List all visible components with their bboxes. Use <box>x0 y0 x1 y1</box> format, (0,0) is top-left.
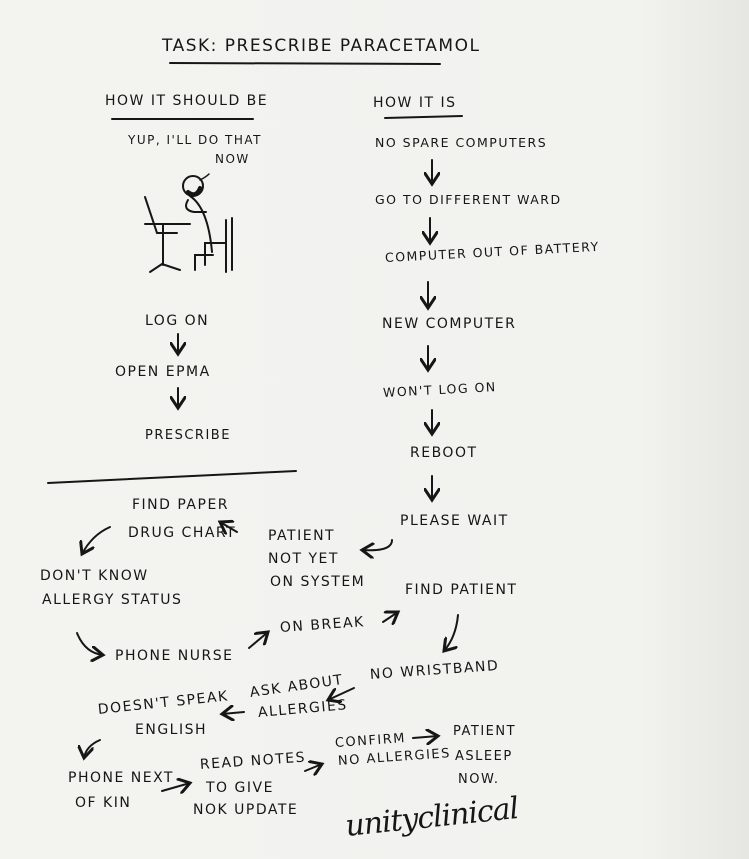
no-english-2: English <box>135 722 208 738</box>
speech-line-2: now <box>215 152 250 166</box>
phone-nok-2: of kin <box>75 795 132 811</box>
asleep-3: now. <box>458 772 500 787</box>
right-heading-underline <box>384 115 463 119</box>
step-no-spare-computers: No spare computers <box>375 135 548 150</box>
right-heading: How it is <box>373 95 457 111</box>
section-divider <box>47 470 297 484</box>
allergy-status-1: Don't know <box>40 568 149 584</box>
patient-not-on-system-3: on system <box>270 574 366 590</box>
phone-nok-1: Phone next <box>68 770 174 786</box>
asleep-1: Patient <box>453 724 517 739</box>
left-heading: How it should be <box>105 93 269 109</box>
step-please-wait: Please wait <box>400 513 509 529</box>
find-paper-1: Find paper <box>132 497 230 513</box>
page-title: Task: Prescribe Paracetamol <box>162 36 481 56</box>
step-new-computer: New computer <box>382 316 517 332</box>
person-at-desk-figure <box>144 173 233 273</box>
speech-line-1: Yup, I'll do that <box>128 133 262 147</box>
step-prescribe: Prescribe <box>145 428 231 443</box>
find-patient: Find patient <box>405 582 518 598</box>
read-notes-3: NOK update <box>193 802 299 818</box>
allergy-status-2: allergy status <box>42 592 183 608</box>
step-open-epma: Open EPMA <box>115 364 211 380</box>
step-log-on: Log on <box>145 313 210 329</box>
patient-not-on-system-2: not yet <box>268 551 339 567</box>
phone-nurse: Phone nurse <box>115 648 234 664</box>
read-notes-2: to give <box>206 780 274 796</box>
patient-not-on-system-1: Patient <box>268 528 336 544</box>
step-different-ward: Go to different ward <box>375 192 562 207</box>
step-reboot: Reboot <box>410 445 478 461</box>
asleep-2: asleep <box>455 749 513 764</box>
title-underline <box>169 62 441 65</box>
find-paper-2: drug chart <box>128 525 237 541</box>
flow-arrows <box>76 159 459 791</box>
